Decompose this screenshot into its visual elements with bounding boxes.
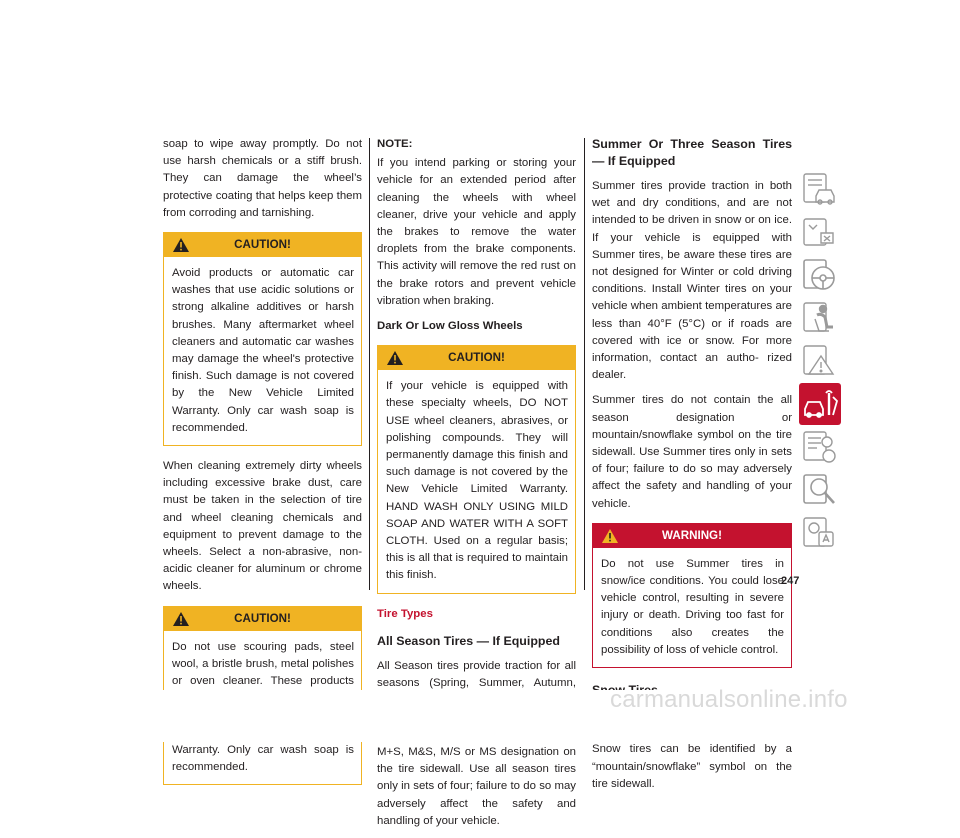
tab-warning-lights[interactable] <box>799 211 841 253</box>
page-number: 247 <box>781 575 800 587</box>
footer <box>0 690 960 742</box>
chapter-sidebar <box>799 168 841 555</box>
caution-header: CAUTION! <box>164 606 361 631</box>
note-label: NOTE: <box>377 138 413 150</box>
tab-vehicle-info[interactable] <box>799 168 841 210</box>
column-3: Summer Or Three Season Tires — If Equipp… <box>592 136 792 801</box>
all-season-text: All Season tires provide traction for al… <box>377 659 576 827</box>
caution-header: CAUTION! <box>164 233 361 258</box>
warning-box: WARNING! Do not use Summer tires in snow… <box>592 522 792 669</box>
intro-paragraph: soap to wipe away promptly. Do not use h… <box>163 138 362 219</box>
summer-paragraph-1: Summer tires provide traction in both we… <box>592 180 792 382</box>
tab-safety[interactable] <box>799 297 841 339</box>
tire-types-heading: Tire Types <box>377 607 433 620</box>
all-season-heading: All Season Tires — If Equipped <box>377 633 560 648</box>
warning-triangle-icon <box>173 238 189 253</box>
tab-index[interactable] <box>799 469 841 511</box>
emergency-icon <box>803 345 835 375</box>
car-info-icon <box>803 173 835 205</box>
column-divider <box>369 138 370 590</box>
tab-servicing-maintenance[interactable] <box>799 383 841 425</box>
tab-emergency[interactable] <box>799 340 841 382</box>
warning-lights-icon <box>803 218 834 246</box>
caution-title: CAUTION! <box>448 351 505 365</box>
tab-getting-started[interactable] <box>799 254 841 296</box>
warning-triangle-icon <box>173 611 189 626</box>
column-divider <box>584 138 585 590</box>
specs-icon <box>803 431 836 463</box>
warning-text: Do not use Summer tires in snow/ice cond… <box>601 557 784 656</box>
caution-box: CAUTION! Avoid products or automatic car… <box>163 232 362 447</box>
cleaning-paragraph: When cleaning extremely dirty wheels inc… <box>163 460 362 593</box>
seat-safety-icon <box>803 302 833 332</box>
caution-text: Avoid products or automatic car washes t… <box>172 267 354 434</box>
service-tools-icon <box>804 390 839 418</box>
note-text: If you intend parking or storing your ve… <box>377 157 576 307</box>
language-icon <box>803 517 834 547</box>
warning-title: WARNING! <box>662 528 722 542</box>
caution-header: CAUTION! <box>378 346 575 371</box>
watermark: carmanualsonline.info <box>610 686 848 713</box>
warning-triangle-icon <box>387 351 403 366</box>
steering-wheel-icon <box>803 259 835 290</box>
warning-header: WARNING! <box>593 523 791 548</box>
summer-paragraph-2: Summer tires do not contain the all seas… <box>592 394 792 510</box>
tab-technical-specs[interactable] <box>799 426 841 468</box>
search-index-icon <box>803 474 835 504</box>
summer-tires-heading: Summer Or Three Season Tires — If Equipp… <box>592 137 792 168</box>
caution-title: CAUTION! <box>234 238 291 252</box>
caution-text: If your vehicle is equipped with these s… <box>386 380 568 582</box>
warning-triangle-icon <box>602 528 618 543</box>
dark-wheels-heading: Dark Or Low Gloss Wheels <box>377 320 523 333</box>
caution-title: CAUTION! <box>234 611 291 625</box>
tab-languages[interactable] <box>799 512 841 554</box>
caution-box: CAUTION! If your vehicle is equipped wit… <box>377 345 576 594</box>
